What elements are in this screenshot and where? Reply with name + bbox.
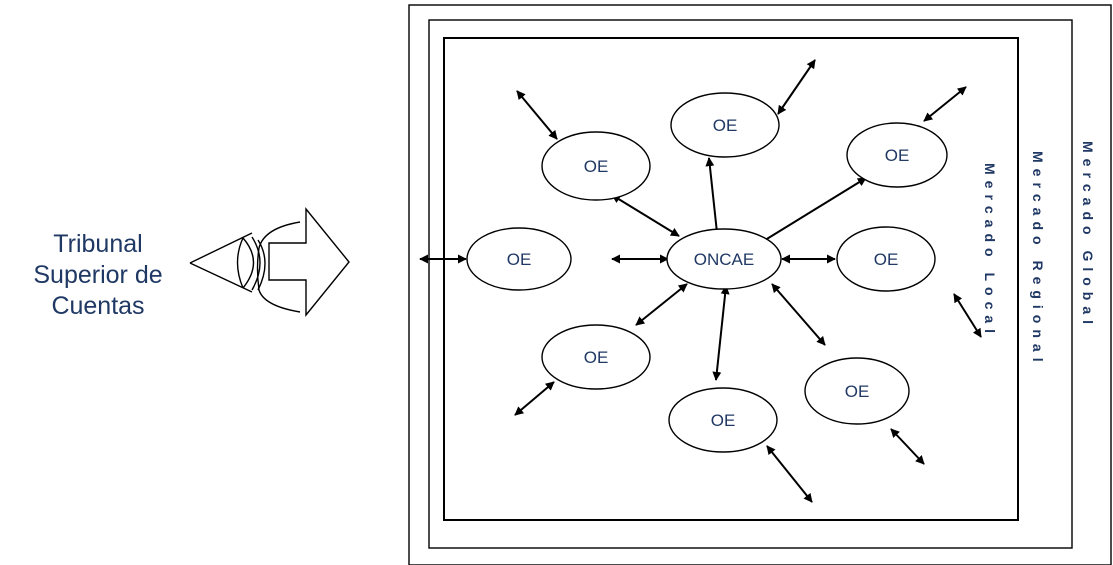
connection-center-oe-top: [705, 157, 722, 243]
eye-icon: [189, 221, 301, 313]
regional-market-box: [428, 19, 1073, 549]
entity-node-label: OE: [874, 250, 899, 269]
actor-line-3: Cuentas: [51, 292, 144, 320]
local-market-label: Mercado Local: [982, 163, 998, 339]
entity-node-oe-bottom-left: OE: [541, 324, 651, 390]
connection-center-oe-bottom-left: [635, 283, 688, 326]
actor-label: Tribunal Superior de Cuentas: [33, 230, 162, 320]
global-market-box: [408, 4, 1112, 565]
outward-oe-top: [777, 59, 816, 115]
outward-oe-bottom-right: [890, 428, 925, 465]
entity-node-oe-bottom: OE: [668, 387, 778, 453]
outward-oe-bottom: [766, 445, 813, 503]
entity-node-oe-left: OE: [466, 227, 572, 291]
connection-center-oe-bottom: [712, 285, 730, 381]
entity-node-shape: [804, 357, 910, 425]
entity-node-shape: [846, 122, 948, 188]
connection-center-oe-top-right: [756, 177, 867, 246]
connection-center-oe-top-left: [611, 194, 680, 237]
entity-node-label: OE: [845, 382, 870, 401]
entity-node-oe-top: OE: [670, 92, 780, 158]
entity-node-label: OE: [713, 116, 738, 135]
outward-oe-top-right: [923, 86, 967, 122]
entity-node-label: OE: [507, 250, 532, 269]
outward-oe-right: [953, 293, 982, 338]
outward-oe-bottom-left: [514, 381, 555, 416]
connections: [611, 157, 867, 381]
entity-node-shape: [670, 92, 780, 158]
entity-node-oe-bottom-right: OE: [804, 357, 910, 425]
entity-node-shape: [668, 387, 778, 453]
actor-line-1: Tribunal: [53, 230, 142, 258]
entity-node-label: OE: [711, 411, 736, 430]
center-node-shape: [666, 228, 782, 290]
entity-node-oe-top-right: OE: [846, 122, 948, 188]
entity-node-label: OE: [584, 348, 609, 367]
entity-node-oe-right: OE: [836, 226, 936, 292]
entity-node-shape: [541, 131, 651, 201]
entity-node-label: OE: [584, 157, 609, 176]
regional-market-label: Mercado Regional: [1030, 151, 1046, 368]
center-node: ONCAE: [666, 228, 782, 290]
actor-line-2: Superior de: [33, 261, 162, 289]
outward-connections: [419, 59, 982, 503]
connection-center-oe-bottom-right: [771, 283, 826, 346]
global-market-label: Mercado Global: [1080, 141, 1096, 330]
entity-node-shape: [836, 226, 936, 292]
outward-oe-top-left: [516, 90, 558, 140]
observation-arrow: [268, 207, 350, 317]
entity-node-shape: [541, 324, 651, 390]
entity-node-oe-top-left: OE: [541, 131, 651, 201]
center-node-label: ONCAE: [694, 250, 754, 269]
local-market-box: [443, 37, 1019, 521]
entity-node-shape: [466, 227, 572, 291]
entity-node-label: OE: [885, 146, 910, 165]
